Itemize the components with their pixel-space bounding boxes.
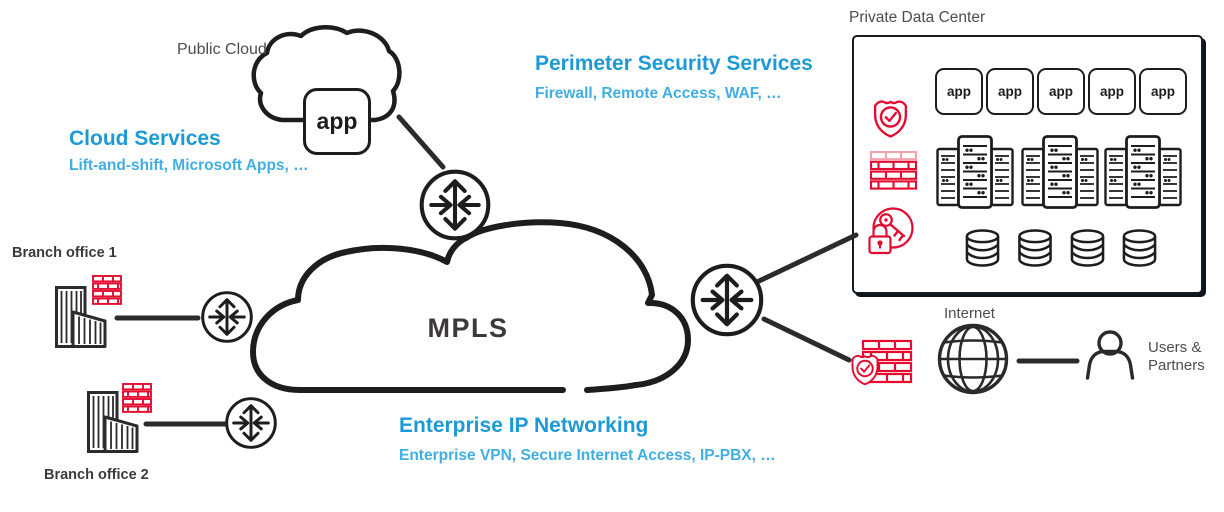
firewall-brick-icon bbox=[869, 150, 918, 190]
public-cloud-icon bbox=[251, 25, 402, 123]
link-router-to-datacenter bbox=[754, 232, 859, 285]
person-icon bbox=[1085, 330, 1135, 380]
key-lock-icon bbox=[868, 207, 914, 255]
database-icon bbox=[1122, 229, 1157, 267]
firewall-brick-icon bbox=[122, 383, 152, 413]
firewall-brick-icon bbox=[92, 275, 122, 305]
router-icon bbox=[225, 397, 277, 449]
database-icon bbox=[1070, 229, 1105, 267]
shield-check-icon bbox=[873, 100, 908, 138]
mpls-cloud-icon bbox=[250, 219, 691, 393]
firewall-shield-icon bbox=[851, 339, 913, 386]
server-rack-icon bbox=[1021, 135, 1099, 209]
link-router-to-firewall bbox=[761, 316, 852, 363]
server-rack-icon bbox=[1104, 135, 1182, 209]
router-icon bbox=[422, 172, 489, 239]
database-icon bbox=[1018, 229, 1052, 267]
database-icon bbox=[965, 229, 1000, 267]
link-cloud-to-router bbox=[396, 114, 446, 170]
router-icon bbox=[201, 291, 253, 343]
globe-icon bbox=[937, 323, 1009, 395]
server-rack-icon bbox=[936, 135, 1014, 209]
router-icon bbox=[693, 266, 761, 334]
building-icon bbox=[87, 391, 139, 453]
